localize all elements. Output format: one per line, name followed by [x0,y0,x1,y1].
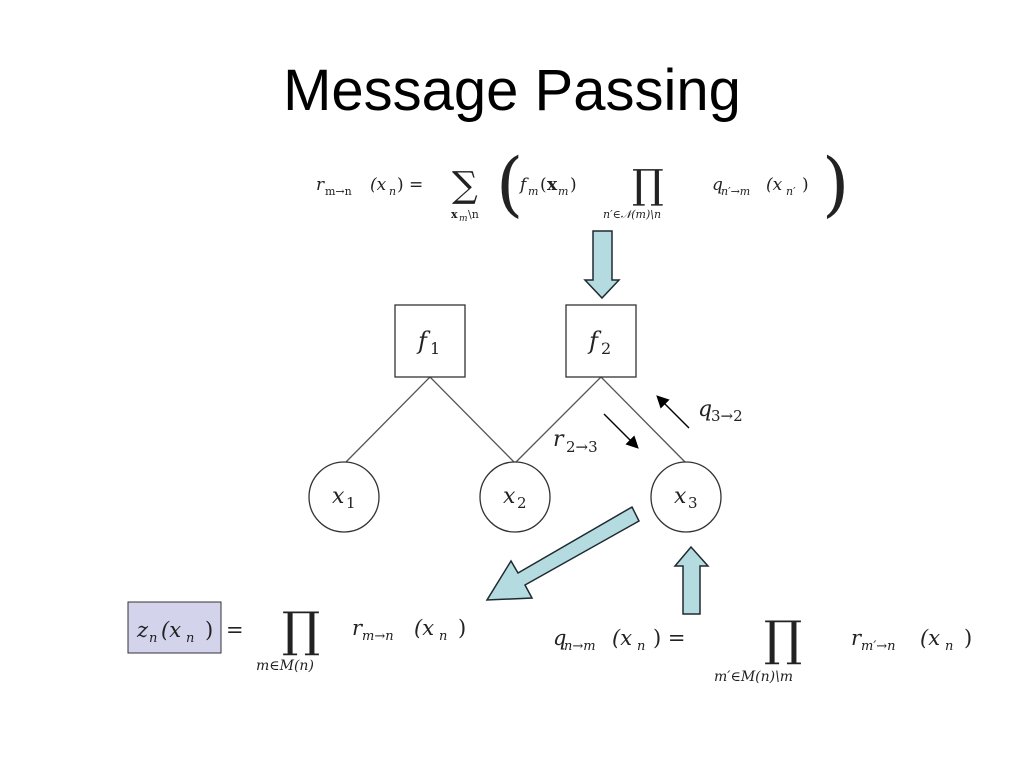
eq3-r: r [851,626,863,650]
eq3-q-sub: n→m [564,639,596,654]
eq2-r: r [352,616,364,640]
eq2-z-arg: (x [161,618,181,642]
x1-letter: x [332,484,345,509]
x3-letter: x [674,484,687,509]
edge-f2-x3 [600,376,687,464]
f2-sub: 2 [601,339,611,358]
eq3-q-arg-close: ) = [653,626,685,650]
eq1-close-paren: ) [822,143,849,225]
q-message-label: q 3→2 [698,397,743,425]
eq1-lhs-sub: m→n [325,185,352,198]
eq1-f-arg-open: ( [540,175,547,195]
q-message-sub: 3→2 [711,407,743,425]
edge-f1-x2 [429,376,516,464]
down-arrow-to-f2 [583,230,621,300]
factor-node-f1: f 1 [394,304,466,378]
r-message-sub: 2→3 [566,438,598,456]
eq1-open-paren: ( [496,143,523,225]
eq1-lhs: r [316,175,325,195]
eq1-f: f [518,175,529,195]
factor-to-variable-equation: r m→n (x n ) = ∑ x m \n ( f m ( x m ) ∏ … [316,143,849,225]
factor-node-f2: f 2 [565,304,637,378]
eq2-r-arg-close: ) [458,616,466,640]
eq2-r-arg-sub: n [439,629,447,644]
eq1-sum-sub-rest: m [459,214,468,224]
variable-node-x2: x 2 [479,461,551,533]
eq3-r-sub: m′→n [861,639,896,654]
f1-sub: 1 [430,339,440,358]
eq2-z: z [136,618,149,642]
x3-sub: 3 [688,494,698,512]
up-arrow-to-x3 [673,545,710,615]
eq3-q-arg: (x [612,626,632,650]
eq2-r-sub: m→n [362,629,394,644]
eq1-f-arg-bold: x [547,175,558,195]
eq3-q: q [553,626,566,650]
x1-sub: 1 [346,494,356,512]
edge-f2-x2 [514,376,602,464]
eq3-r-arg-close: ) [964,626,972,650]
eq1-q-sub: n′→m [721,185,750,198]
slide-title: Message Passing [283,58,741,123]
eq1-q-arg-sub: n′ [786,185,796,198]
eq1-f-arg-close: ) [570,175,577,195]
eq1-lhs-arg-sub: n [389,185,396,198]
eq2-r-arg: (x [414,616,434,640]
eq1-q-arg: (x [766,175,783,195]
variable-to-factor-equation: q n→m (x n ) = ∏ m′∈M(n)\m r m′→n (x n ) [553,611,972,685]
eq1-sum-sub-bold: x [451,208,458,221]
variable-node-x1: x 1 [308,461,380,533]
eq1-prod-symbol: ∏ [632,162,664,208]
q-message-arrow [656,395,690,429]
x2-sub: 2 [517,494,527,512]
q-message-letter: q [698,397,712,422]
eq1-q: q [712,175,723,195]
eq1-prod-sub: n′∈𝒩(m)\n [603,208,661,221]
eq3-prod-sub: m′∈M(n)\m [714,669,793,685]
eq1-f-sub: m [528,185,538,198]
eq2-equals: = [226,618,244,642]
eq1-sum-symbol: ∑ [452,165,478,206]
eq2-prod-sub: m∈M(n) [256,658,314,674]
eq3-q-arg-sub: n [637,639,645,654]
marginal-highlight-box [127,601,222,654]
r-message-letter: r [553,427,565,452]
variable-node-x3: x 3 [650,461,722,533]
r-message-arrow [603,413,639,449]
r-message-label: r 2→3 [553,427,598,456]
graph-edges [344,376,687,464]
eq2-z-sub: n [149,631,157,646]
eq2-z-arg-close: ) [205,618,213,642]
edge-f1-x1 [344,376,431,464]
eq3-r-arg-sub: n [945,639,953,654]
eq3-r-arg: (x [920,626,940,650]
eq2-prod-symbol: ∏ [282,602,320,658]
eq1-q-arg-close: ) [802,175,809,195]
marginal-equation: z n (x n ) = ∏ m∈M(n) r m→n (x n ) [127,601,466,674]
eq1-lhs-close: ) = [397,175,423,195]
eq2-z-arg-sub: n [186,631,194,646]
x2-letter: x [503,484,516,509]
eq1-lhs-arg: (x [370,175,387,195]
eq1-sum-sub-tail: \n [468,208,479,221]
eq1-f-arg-sub: m [558,185,568,198]
eq3-prod-symbol: ∏ [764,611,802,667]
diagonal-arrow-to-marginal [485,505,640,601]
